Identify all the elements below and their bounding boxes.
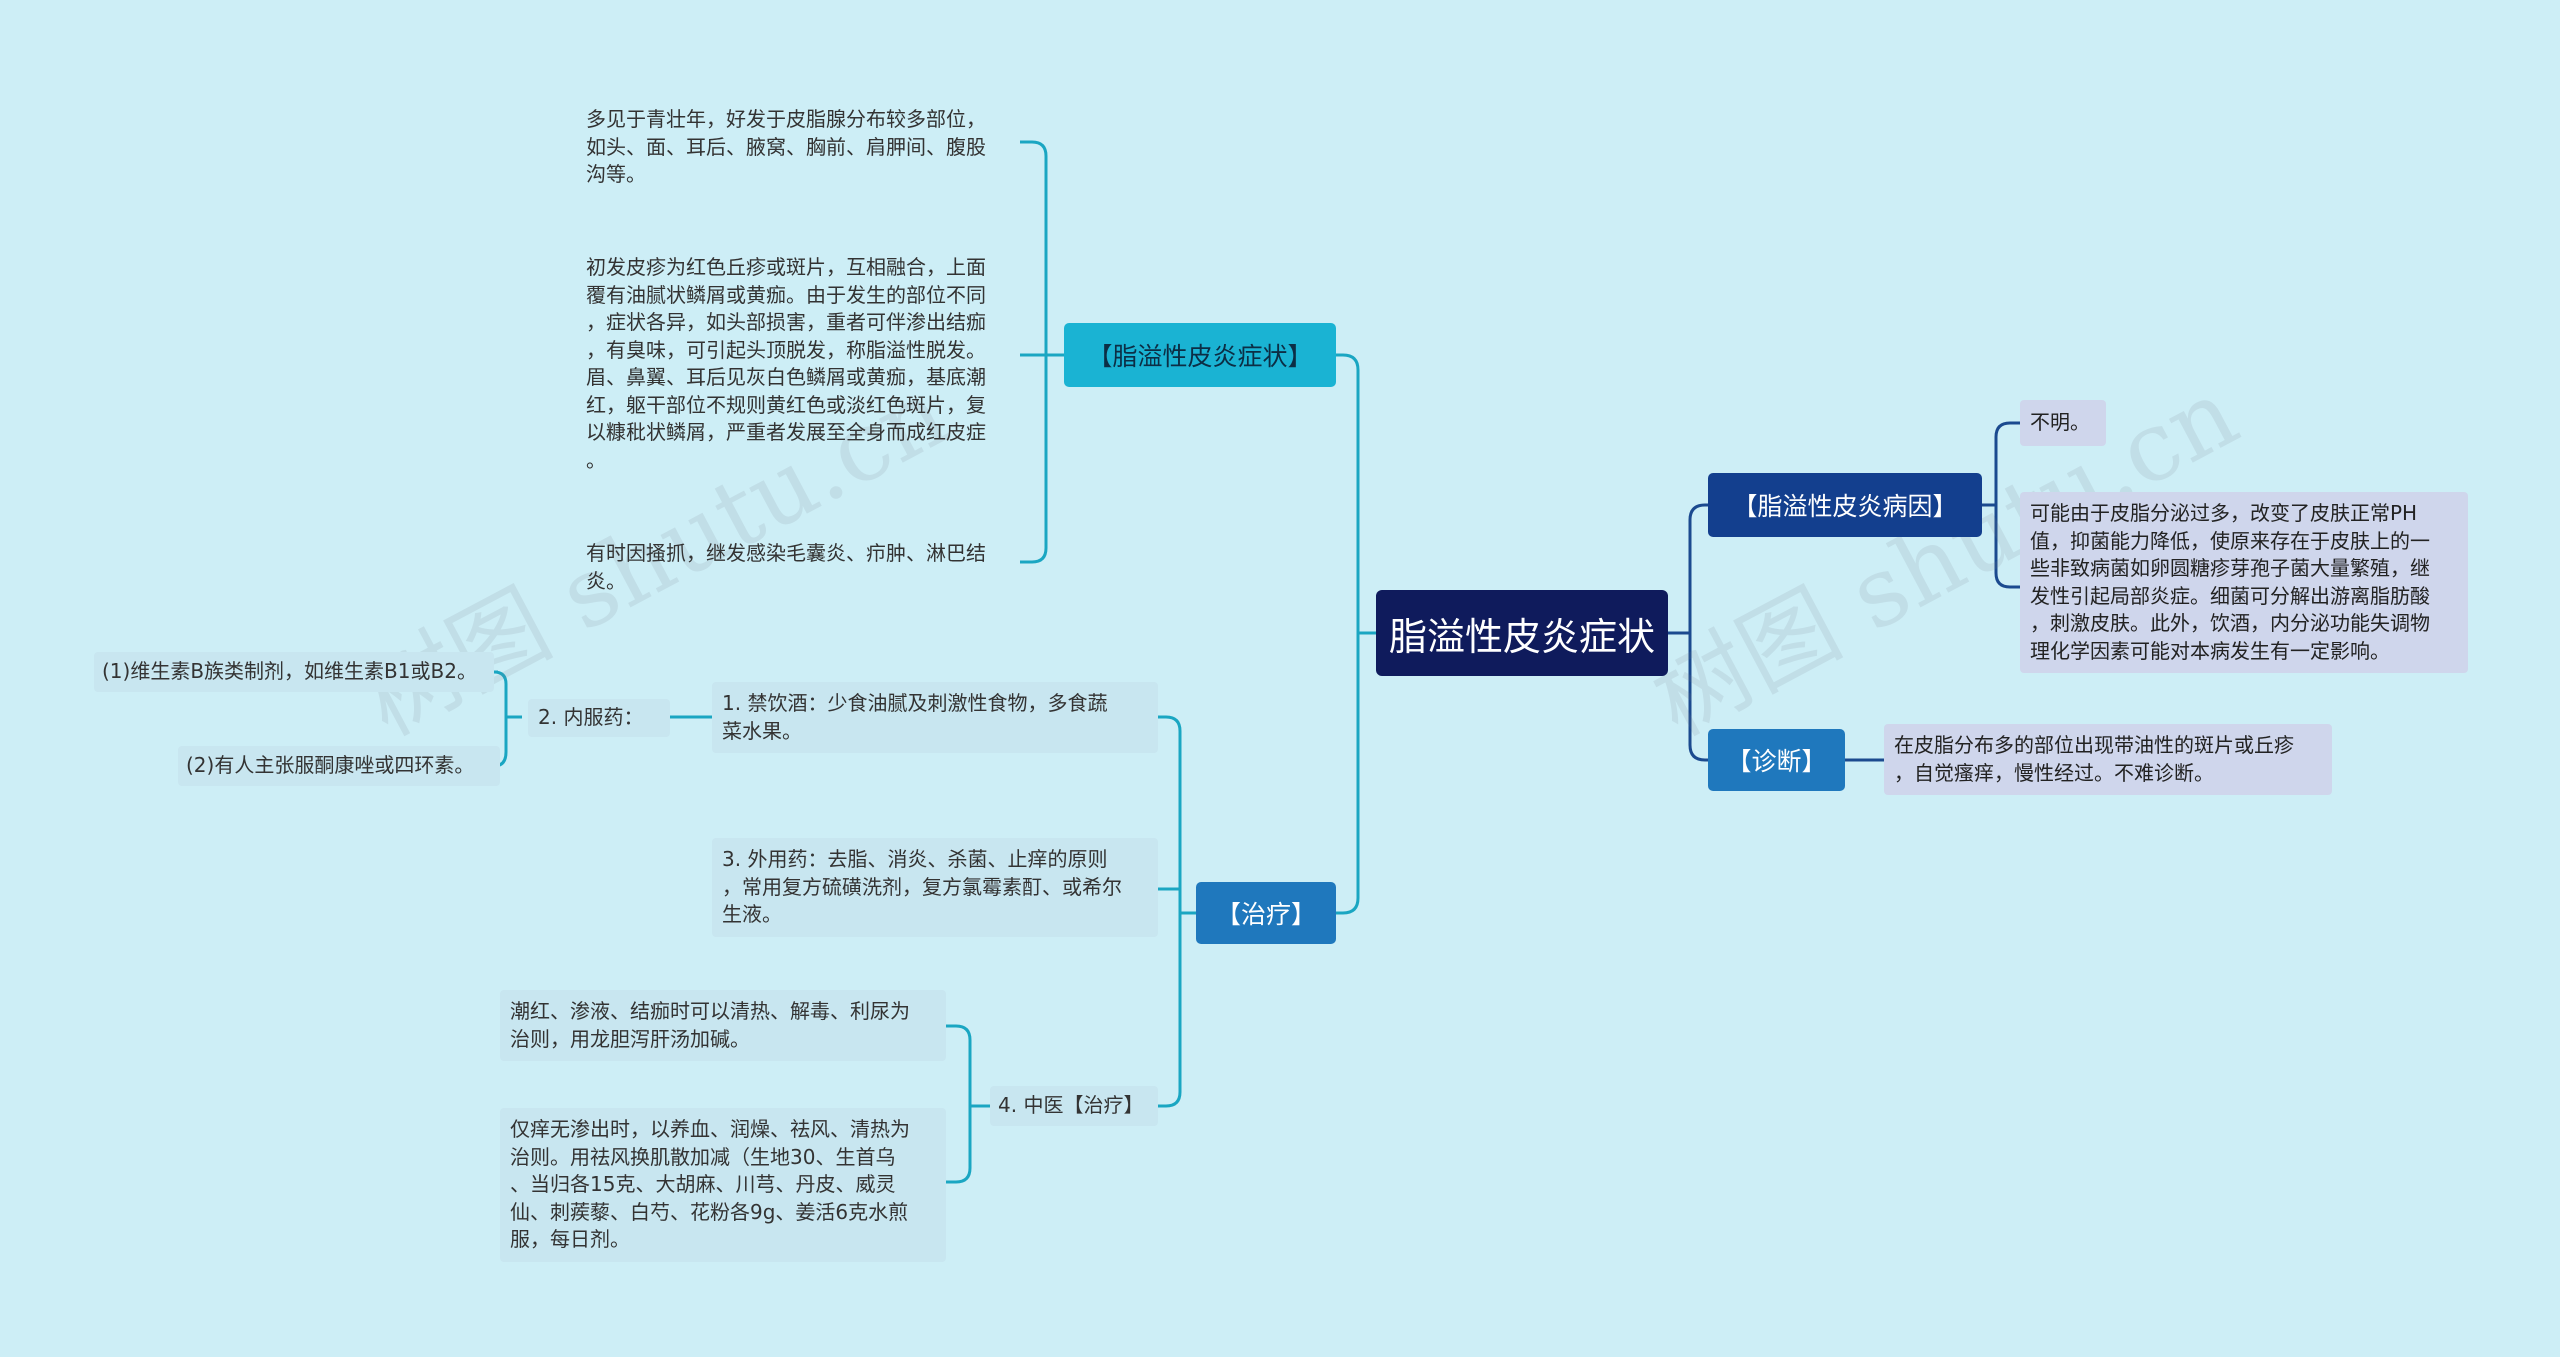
tcm-item: 仅痒无渗出时，以养血、润燥、祛风、清热为 治则。用祛风换肌散加减（生地30、生首… [500,1108,946,1262]
branch-cause[interactable]: 【脂溢性皮炎病因】 [1708,473,1982,537]
treatment-tcm: 4. 中医【治疗】 [990,1086,1158,1126]
tcm-item: 潮红、渗液、结痂时可以清热、解毒、利尿为 治则，用龙胆泻肝汤加碱。 [500,990,946,1061]
treatment-internal: 2. 内服药： [528,699,670,737]
cause-item: 不明。 [2020,400,2106,446]
symptom-item: 有时因搔抓，继发感染毛囊炎、疖肿、淋巴结 炎。 [586,541,986,593]
internal-item: (1)维生素B族类制剂，如维生素B1或B2。 [94,652,494,692]
treatment-external: 3. 外用药：去脂、消炎、杀菌、止痒的原则 ，常用复方硫磺洗剂，复方氯霉素酊、或… [712,838,1158,937]
branch-symptoms[interactable]: 【脂溢性皮炎症状】 [1064,323,1336,387]
cause-item: 可能由于皮脂分泌过多，改变了皮肤正常PH 值，抑菌能力降低，使原来存在于皮肤上的… [2020,492,2468,673]
branch-diagnosis[interactable]: 【诊断】 [1708,729,1845,791]
treatment-diet: 1. 禁饮酒：少食油腻及刺激性食物，多食蔬 菜水果。 [712,682,1158,753]
internal-item: (2)有人主张服酮康唑或四环素。 [178,746,500,786]
branch-treatment[interactable]: 【治疗】 [1196,882,1336,944]
diagnosis-text: 在皮脂分布多的部位出现带油性的斑片或丘疹 ，自觉瘙痒，慢性经过。不难诊断。 [1884,724,2332,795]
symptom-item: 初发皮疹为红色丘疹或斑片，互相融合，上面 覆有油腻状鳞屑或黄痂。由于发生的部位不… [586,255,986,472]
root-topic[interactable]: 脂溢性皮炎症状 [1376,590,1668,676]
symptom-item: 多见于青壮年，好发于皮脂腺分布较多部位， 如头、面、耳后、腋窝、胸前、肩胛间、腹… [586,107,986,186]
